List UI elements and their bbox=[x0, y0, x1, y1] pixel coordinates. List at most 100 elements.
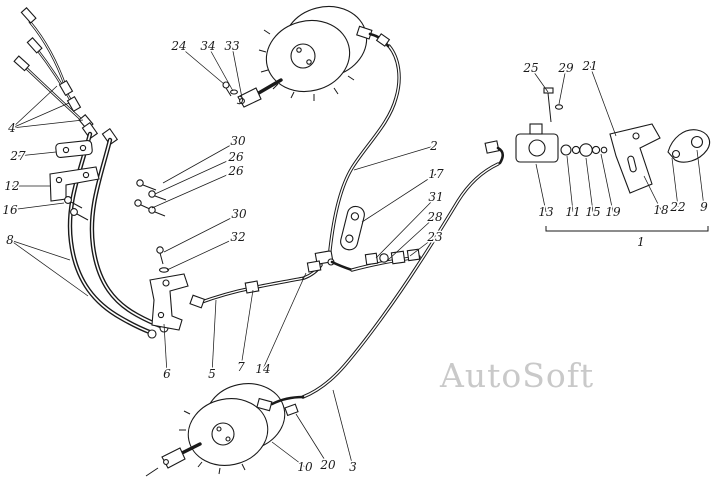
supply-pipes bbox=[13, 7, 119, 146]
hose-nut bbox=[101, 128, 119, 146]
banjo-bolts-16 bbox=[64, 196, 89, 221]
callout-label-14: 14 bbox=[255, 362, 270, 376]
bracket-21 bbox=[609, 123, 661, 194]
leader-line-24 bbox=[178, 45, 225, 85]
bottom-chamber-fitting bbox=[256, 395, 305, 417]
callout-leaders bbox=[9, 45, 705, 468]
callout-label-30: 30 bbox=[231, 207, 247, 221]
leader-line-10 bbox=[271, 441, 306, 468]
leader-line-4 bbox=[11, 119, 84, 129]
clamp-band bbox=[258, 29, 355, 101]
leader-line-22 bbox=[671, 157, 679, 208]
leader-line-11 bbox=[566, 155, 574, 213]
leader-line-27 bbox=[17, 151, 57, 157]
bolt-25 bbox=[543, 87, 554, 123]
inlet-nut bbox=[484, 140, 500, 154]
stub-pipe-fittings bbox=[350, 248, 421, 272]
callout-label-3: 3 bbox=[349, 460, 357, 474]
top-brake-chamber bbox=[222, 6, 391, 108]
valve-assembly bbox=[484, 87, 711, 232]
leader-line-21 bbox=[589, 65, 617, 137]
leader-line-8 bbox=[9, 239, 89, 297]
hose-nut bbox=[81, 122, 99, 140]
bracket-6 bbox=[149, 273, 189, 331]
callout-label-8: 8 bbox=[6, 233, 14, 247]
callout-label-21: 21 bbox=[581, 59, 597, 73]
valve-stack bbox=[560, 143, 608, 157]
pipe-union bbox=[244, 280, 260, 294]
leader-line-33 bbox=[231, 45, 243, 99]
callout-label-31: 31 bbox=[428, 190, 443, 204]
callout-label-7: 7 bbox=[237, 360, 245, 374]
leader-line-26 bbox=[151, 170, 237, 209]
pipe-nut-20 bbox=[284, 403, 299, 417]
callout-label-11: 11 bbox=[565, 205, 580, 219]
callout-label-32: 32 bbox=[230, 230, 245, 244]
pipe-3 bbox=[301, 162, 500, 399]
elbow-10 bbox=[256, 397, 273, 412]
leader-line-4 bbox=[11, 102, 70, 129]
leader-line-3 bbox=[332, 389, 354, 468]
leader-line-20 bbox=[295, 413, 329, 466]
leader-line-34 bbox=[207, 45, 234, 92]
callout-label-27: 27 bbox=[9, 149, 26, 163]
washer-22 bbox=[671, 149, 681, 159]
pipe-nut bbox=[189, 294, 206, 309]
leader-line-29 bbox=[558, 67, 567, 105]
callout-label-33: 33 bbox=[224, 39, 240, 53]
leader-line-7 bbox=[240, 289, 254, 368]
push-rod bbox=[255, 78, 283, 96]
top-chamber-fitting bbox=[356, 25, 391, 48]
fasteners-26-30 bbox=[134, 179, 167, 217]
leader-line-23 bbox=[409, 236, 436, 257]
callout-label-19: 19 bbox=[605, 205, 621, 219]
bottom-clevis-fork bbox=[161, 447, 186, 469]
callout-label-30: 30 bbox=[230, 134, 246, 148]
leader-line-26 bbox=[154, 156, 237, 195]
clevis-pin-parts bbox=[222, 81, 244, 105]
callout-label-9: 9 bbox=[700, 200, 708, 214]
push-rod bbox=[178, 442, 202, 456]
callout-label-10: 10 bbox=[297, 460, 313, 474]
fitting-28 bbox=[379, 253, 389, 263]
callout-label-29: 29 bbox=[557, 61, 574, 75]
callout-label-1: 1 bbox=[637, 235, 645, 249]
leader-line-19 bbox=[600, 153, 614, 213]
washer-32 bbox=[158, 267, 170, 273]
bolt-30-lower bbox=[156, 246, 164, 265]
fitting-nut bbox=[406, 248, 421, 262]
callout-label-22: 22 bbox=[669, 200, 685, 214]
callout-label-6: 6 bbox=[163, 367, 171, 381]
hose-eye bbox=[147, 329, 157, 339]
bracket-slot bbox=[627, 155, 637, 173]
leader-line-6 bbox=[163, 323, 168, 375]
fitting-23 bbox=[390, 250, 406, 265]
callout-label-20: 20 bbox=[319, 458, 336, 472]
leader-line-13 bbox=[535, 163, 547, 213]
tee-fitting bbox=[306, 250, 354, 273]
callout-label-34: 34 bbox=[200, 39, 215, 53]
callout-label-16: 16 bbox=[2, 203, 18, 217]
pipe-end-nut bbox=[13, 55, 30, 72]
leader-line-18 bbox=[643, 175, 662, 211]
callout-label-12: 12 bbox=[4, 179, 19, 193]
leader-line-17 bbox=[361, 173, 437, 223]
callout-label-26: 26 bbox=[227, 164, 244, 178]
leader-line-4 bbox=[11, 85, 58, 129]
fitting-31 bbox=[364, 252, 379, 266]
callout-label-13: 13 bbox=[538, 205, 554, 219]
lever-9 bbox=[667, 129, 711, 163]
pipe-union bbox=[58, 80, 74, 96]
leader-line-15 bbox=[585, 157, 594, 213]
leader-line-28 bbox=[387, 216, 436, 261]
leader-line-32 bbox=[166, 236, 239, 271]
leader-line-25 bbox=[530, 67, 549, 93]
leader-line-2 bbox=[353, 145, 435, 171]
bracket-27 bbox=[55, 140, 93, 158]
callout-label-17: 17 bbox=[428, 167, 444, 181]
group-1-brace bbox=[545, 226, 709, 232]
callout-label-26: 26 bbox=[227, 150, 244, 164]
callout-label-2: 2 bbox=[429, 139, 438, 153]
